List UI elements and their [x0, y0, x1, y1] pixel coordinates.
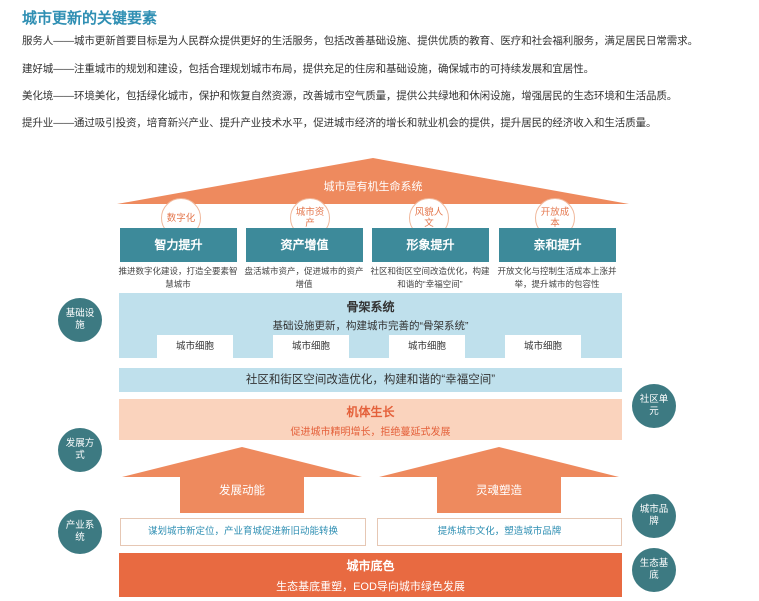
soul-arrow-label: 灵魂塑造 [476, 485, 522, 497]
city-cell: 城市细胞 [505, 335, 581, 358]
city-cell: 城市细胞 [157, 335, 233, 358]
pillar-desc-intelligence: 推进数字化建设，打造全要素智慧城市 [118, 266, 238, 289]
side-circle-industry-system: 产业系统 [58, 510, 102, 554]
city-cell: 城市细胞 [273, 335, 349, 358]
soul-box: 提炼城市文化，塑造城市品牌 [377, 518, 622, 546]
pillar-desc-affinity: 开放文化与控制生活成本上涨并举，提升城市的包容性 [497, 266, 617, 289]
development-arrow-label: 发展动能 [219, 485, 265, 497]
page-title: 城市更新的关键要素 [22, 10, 158, 27]
development-arrow [122, 447, 362, 513]
pillar-intelligence: 智力提升 [120, 228, 237, 262]
pillar-asset-growth: 资产增值 [246, 228, 363, 262]
pillar-desc-image: 社区和街区空间改造优化，构建和谐的“幸福空间” [370, 266, 490, 289]
skeleton-subtitle: 基础设施更新，构建城市完善的“骨架系统” [272, 320, 469, 332]
body-growth-title: 机体生长 [346, 405, 395, 419]
city-cell: 城市细胞 [389, 335, 465, 358]
pillar-affinity: 亲和提升 [499, 228, 616, 262]
paragraph-service: 服务人——城市更新首要目标是为人民群众提供更好的生活服务，包括改善基础设施、提供… [22, 35, 698, 47]
city-base-subtitle: 生态基底重塑，EOD导向城市绿色发展 [276, 581, 465, 593]
roof-label: 城市是有机生命系统 [323, 181, 423, 193]
paragraph-industry: 提升业——通过吸引投资，培育新兴产业、提升产业技术水平，促进城市经济的增长和就业… [22, 117, 657, 129]
city-base-title: 城市底色 [346, 559, 395, 573]
development-box: 谋划城市新定位，产业育城促进新旧动能转换 [120, 518, 366, 546]
side-circle-infrastructure: 基础设施 [58, 298, 102, 342]
side-circle-city-brand: 城市品牌 [632, 494, 676, 538]
body-growth-band [119, 399, 622, 440]
pillar-image: 形象提升 [372, 228, 489, 262]
side-circle-ecological-base: 生态基底 [632, 548, 676, 592]
soul-arrow [379, 447, 619, 513]
pillar-desc-asset-growth: 盘活城市资产，促进城市的资产增值 [244, 266, 364, 289]
roof-shape [117, 158, 629, 204]
skeleton-title: 骨架系统 [346, 300, 395, 314]
side-circle-community-unit: 社区单元 [632, 384, 676, 428]
community-band: 社区和街区空间改造优化，构建和谐的“幸福空间” [119, 368, 622, 392]
paragraph-beautify: 美化境——环境美化，包括绿化城市，保护和恢复自然资源，改善城市空气质量，提供公共… [22, 90, 678, 102]
paragraph-build: 建好城——注重城市的规划和建设，包括合理规划城市布局，提供充足的住房和基础设施，… [22, 63, 594, 75]
body-growth-subtitle: 促进城市精明增长，拒绝蔓延式发展 [290, 427, 451, 438]
side-circle-development-mode: 发展方式 [58, 428, 102, 472]
city-base-band [119, 553, 622, 597]
